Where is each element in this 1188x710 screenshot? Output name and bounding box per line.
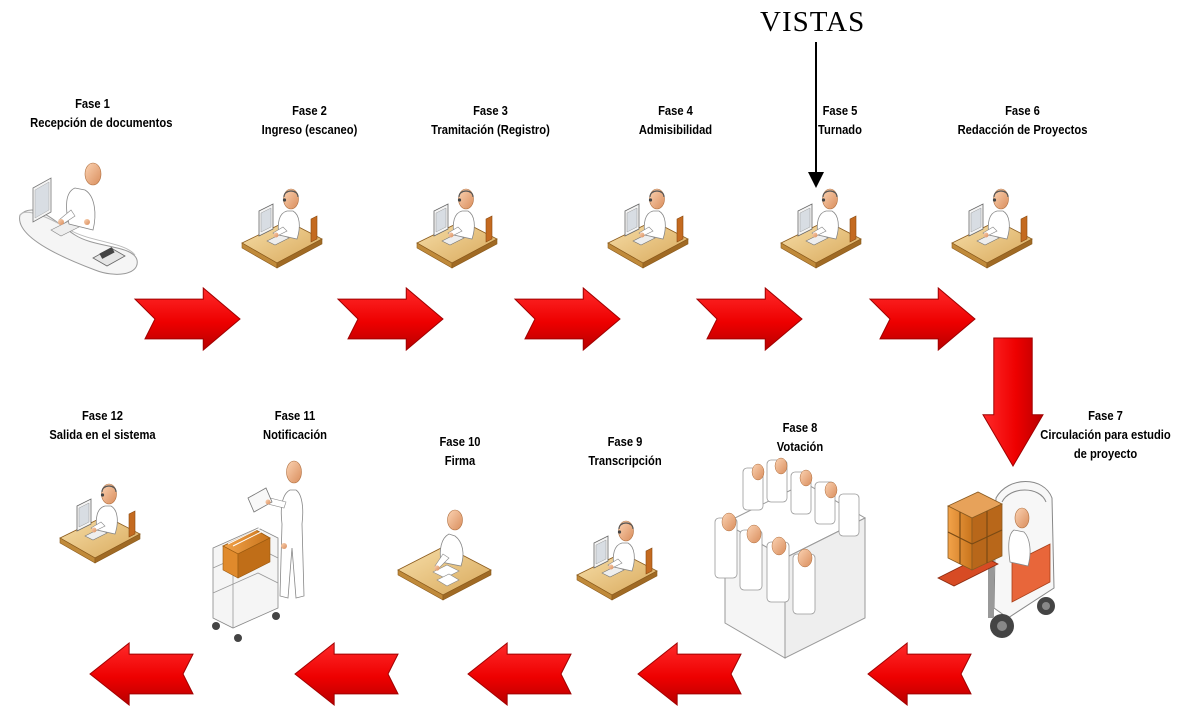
flow-arrow-right-4 bbox=[695, 286, 803, 352]
phase-6-label: Fase 6 Redacción de Proyectos bbox=[947, 101, 1098, 139]
phase-8-label: Fase 8 Votación bbox=[757, 418, 843, 456]
phase-1-subtitle: Recepción de documentos bbox=[30, 115, 173, 130]
flow-arrow-right-3 bbox=[513, 286, 621, 352]
phase-10-label: Fase 10 Firma bbox=[417, 432, 503, 470]
signing-desk-icon bbox=[397, 509, 492, 601]
flow-arrow-right-1 bbox=[133, 286, 241, 352]
phase-6-title: Fase 6 bbox=[1005, 103, 1040, 118]
desk-worker-icon-phase-4 bbox=[607, 188, 689, 269]
flow-arrow-left-1 bbox=[867, 641, 972, 707]
phase-4-title: Fase 4 bbox=[658, 103, 693, 118]
phase-7-title: Fase 7 bbox=[1088, 408, 1123, 423]
phase-2-label: Fase 2 Ingreso (escaneo) bbox=[251, 101, 367, 139]
phase-7-label: Fase 7 Circulación para estudio de proye… bbox=[1039, 406, 1172, 463]
flow-arrow-left-4 bbox=[294, 641, 399, 707]
reception-desk-icon bbox=[19, 162, 138, 275]
phase-8-title: Fase 8 bbox=[782, 420, 818, 435]
phase-1-title: Fase 1 bbox=[75, 96, 110, 111]
phase-9-title: Fase 9 bbox=[607, 434, 643, 449]
flow-arrow-right-5 bbox=[868, 286, 976, 352]
phase-8-subtitle: Votación bbox=[776, 439, 824, 454]
phase-6-subtitle: Redacción de Proyectos bbox=[957, 122, 1088, 137]
phase-10-subtitle: Firma bbox=[444, 453, 476, 468]
forklift-icon bbox=[937, 481, 1055, 638]
phase-3-label: Fase 3 Tramitación (Registro) bbox=[420, 101, 562, 139]
phase-3-subtitle: Tramitación (Registro) bbox=[431, 122, 550, 137]
flow-arrow-left-2 bbox=[637, 641, 742, 707]
flow-arrow-left-5 bbox=[89, 641, 194, 707]
phase-12-title: Fase 12 bbox=[81, 408, 124, 423]
phase-1-label: Fase 1 Recepción de documentos bbox=[30, 94, 173, 132]
phase-2-subtitle: Ingreso (escaneo) bbox=[261, 122, 358, 137]
vistas-label: VISTAS bbox=[760, 6, 866, 38]
phase-4-subtitle: Admisibilidad bbox=[638, 122, 713, 137]
phase-5-title: Fase 5 bbox=[822, 103, 858, 118]
flow-arrow-left-3 bbox=[467, 641, 572, 707]
vistas-arrow bbox=[808, 42, 824, 188]
desk-worker-icon-phase-2 bbox=[241, 188, 323, 269]
phase-5-label: Fase 5 Turnado bbox=[806, 101, 875, 139]
flow-arrow-right-2 bbox=[336, 286, 444, 352]
phase-7-subtitle-2: de proyecto bbox=[1073, 446, 1138, 461]
phase-11-label: Fase 11 Notificación bbox=[252, 406, 338, 444]
mail-cart-icon bbox=[212, 460, 305, 642]
phase-11-subtitle: Notificación bbox=[263, 427, 327, 442]
desk-worker-icon-phase-9 bbox=[576, 520, 658, 601]
phase-11-title: Fase 11 bbox=[274, 408, 316, 423]
phase-5-subtitle: Turnado bbox=[818, 122, 862, 137]
phase-4-label: Fase 4 Admisibilidad bbox=[626, 101, 725, 139]
desk-worker-icon-phase-3 bbox=[416, 188, 498, 269]
phase-10-title: Fase 10 bbox=[439, 434, 481, 449]
phase-9-subtitle: Transcripción bbox=[588, 453, 662, 468]
meeting-table-icon bbox=[714, 457, 867, 659]
phase-2-title: Fase 2 bbox=[292, 103, 327, 118]
flow-arrow-down bbox=[982, 337, 1044, 467]
desk-worker-icon-phase-12 bbox=[59, 483, 141, 564]
phase-9-label: Fase 9 Transcripción bbox=[578, 432, 673, 470]
desk-worker-icon-phase-5 bbox=[780, 188, 862, 269]
phase-12-label: Fase 12 Salida en el sistema bbox=[32, 406, 174, 444]
desk-worker-icon-phase-6 bbox=[951, 188, 1033, 269]
phase-7-subtitle: Circulación para estudio bbox=[1040, 427, 1171, 442]
phase-3-title: Fase 3 bbox=[473, 103, 508, 118]
phase-12-subtitle: Salida en el sistema bbox=[49, 427, 156, 442]
